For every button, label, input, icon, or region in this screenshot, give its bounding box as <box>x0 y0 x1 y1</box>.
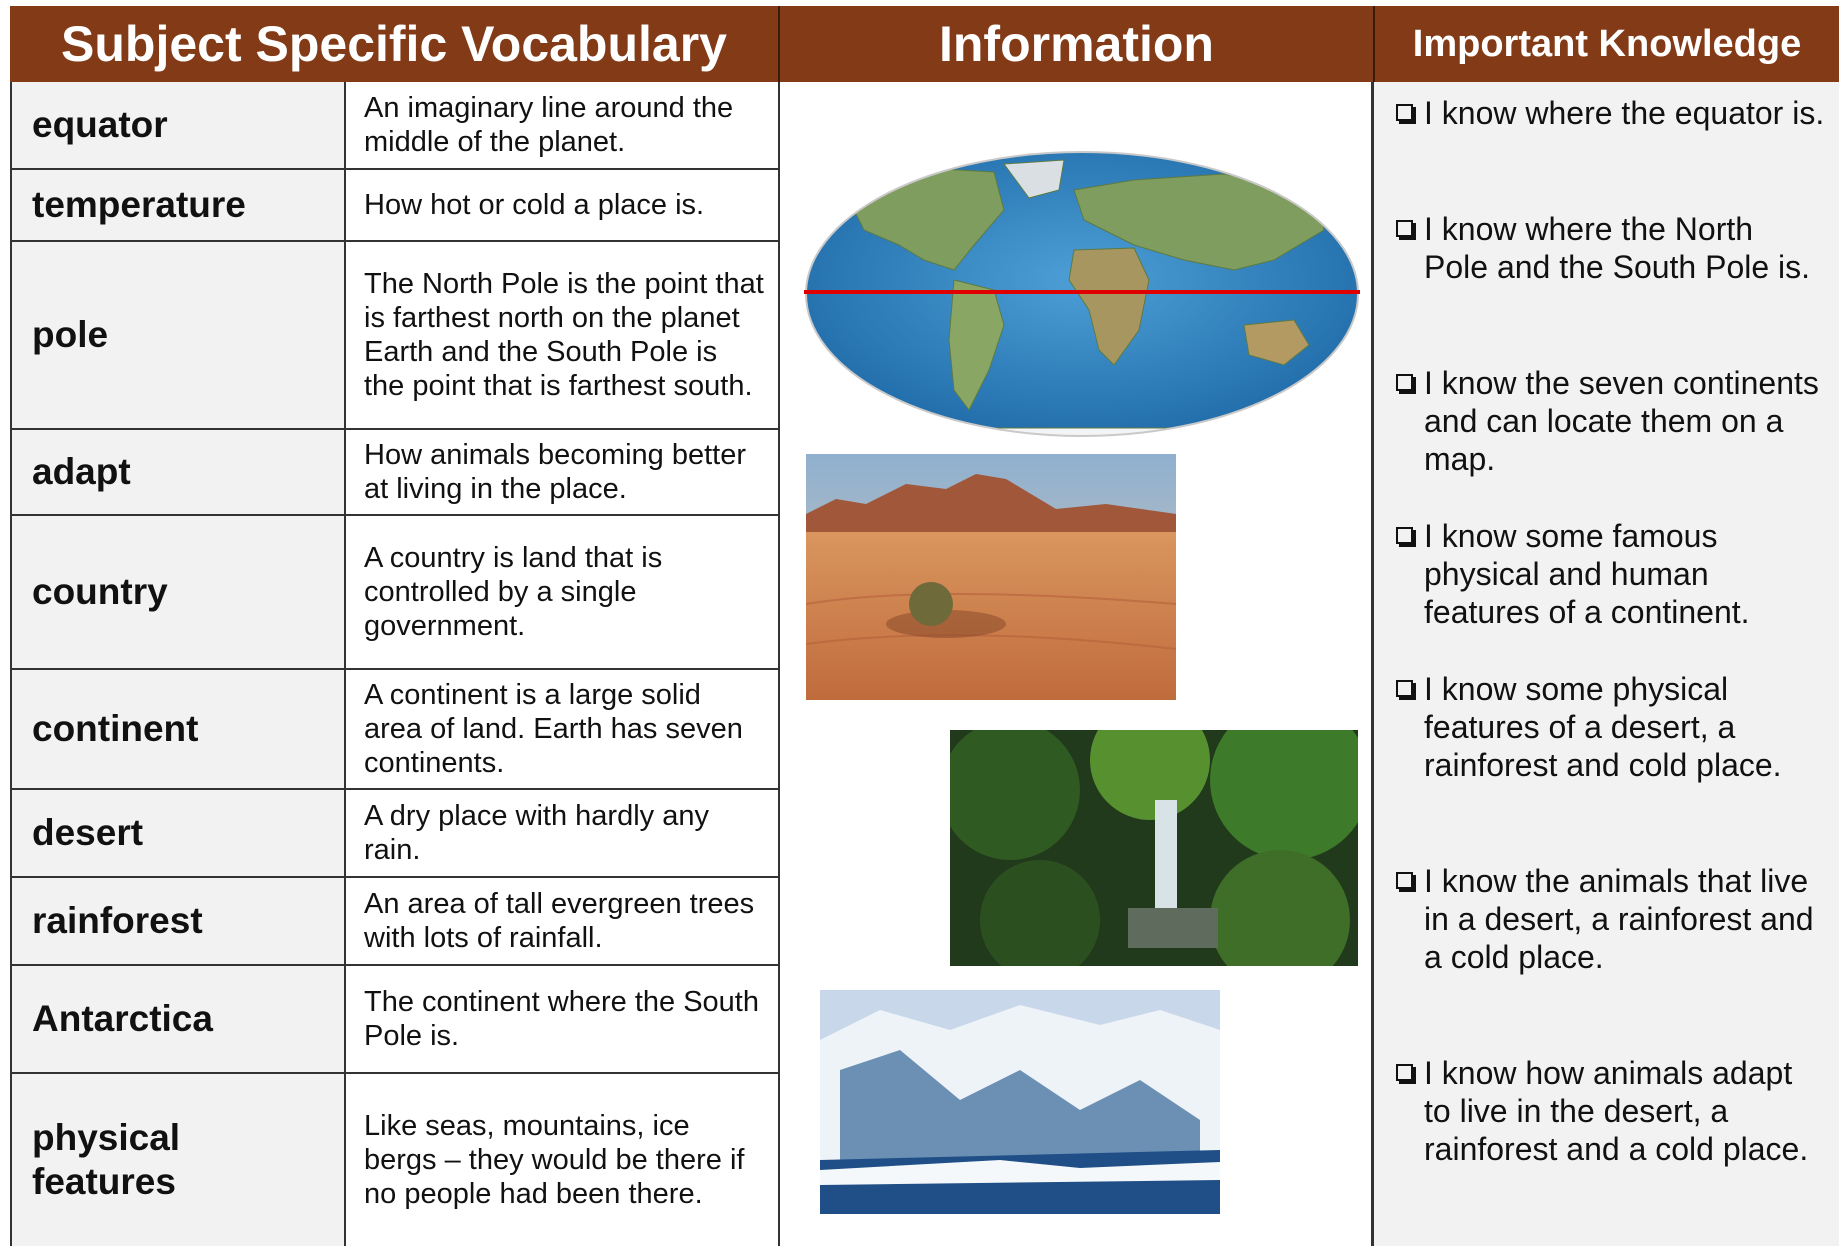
vocab-term: temperature <box>12 170 346 240</box>
antarctica-image <box>820 990 1220 1214</box>
vocabulary-header: Subject Specific Vocabulary <box>10 6 780 82</box>
vocab-definition: A continent is a large solid area of lan… <box>364 679 743 779</box>
vocab-row-rainforest: rainforest An area of tall evergreen tre… <box>12 878 778 966</box>
vocab-term: Antarctica <box>12 966 346 1072</box>
vocab-definition: Like seas, mountains, ice bergs – they w… <box>364 1110 745 1210</box>
vocab-definition: An imaginary line around the middle of t… <box>364 92 734 158</box>
knowledge-item: I know where the North Pole and the Sout… <box>1396 210 1825 286</box>
knowledge-text: I know where the North Pole and the Sout… <box>1424 211 1811 285</box>
knowledge-text: I know some famous physical and human fe… <box>1424 518 1750 630</box>
vocab-definition: How animals becoming better at living in… <box>364 439 747 505</box>
checkbox-icon <box>1396 220 1413 237</box>
vocab-row-antarctica: Antarctica The continent where the South… <box>12 966 778 1074</box>
vocab-row-adapt: adapt How animals becoming better at liv… <box>12 430 778 516</box>
vocab-term: pole <box>12 242 346 428</box>
checkbox-icon <box>1396 680 1413 697</box>
rainforest-icon <box>950 730 1358 966</box>
checkbox-icon <box>1396 104 1413 121</box>
knowledge-item: I know some physical features of a deser… <box>1396 670 1825 784</box>
vocab-term: adapt <box>12 430 346 514</box>
checkbox-icon <box>1396 374 1413 391</box>
vocab-row-country: country A country is land that is contro… <box>12 516 778 670</box>
checkbox-icon <box>1396 872 1413 889</box>
knowledge-text: I know some physical features of a deser… <box>1424 671 1782 783</box>
vocab-definition: An area of tall evergreen trees with lot… <box>364 888 755 954</box>
world-map-icon <box>804 151 1360 437</box>
world-map-image <box>804 150 1360 438</box>
knowledge-item: I know where the equator is. <box>1396 94 1825 132</box>
vocab-definition: The North Pole is the point that is fart… <box>364 268 764 402</box>
vocab-row-temperature: temperature How hot or cold a place is. <box>12 170 778 242</box>
information-header: Information <box>780 6 1373 82</box>
knowledge-panel: I know where the equator is. I know wher… <box>1371 82 1839 1246</box>
knowledge-text: I know the seven continents and can loca… <box>1424 365 1819 477</box>
knowledge-item: I know some famous physical and human fe… <box>1396 517 1825 631</box>
vocab-row-pole: pole The North Pole is the point that is… <box>12 242 778 430</box>
vocab-row-continent: continent A continent is a large solid a… <box>12 670 778 790</box>
vocab-definition: How hot or cold a place is. <box>364 189 705 221</box>
vocab-term: physical features <box>12 1074 346 1246</box>
knowledge-text: I know how animals adapt to live in the … <box>1424 1055 1809 1167</box>
knowledge-item: I know the seven continents and can loca… <box>1396 364 1825 478</box>
vocab-term: equator <box>12 82 346 168</box>
knowledge-item: I know the animals that live in a desert… <box>1396 862 1825 976</box>
checkbox-icon <box>1396 527 1413 544</box>
information-panel <box>780 82 1373 1246</box>
desert-icon <box>806 454 1176 700</box>
knowledge-text: I know the animals that live in a desert… <box>1424 863 1814 975</box>
vocab-row-desert: desert A dry place with hardly any rain. <box>12 790 778 878</box>
vocab-row-physical-features: physical features Like seas, mountains, … <box>12 1074 778 1246</box>
knowledge-text: I know where the equator is. <box>1424 95 1825 131</box>
vocab-term: country <box>12 516 346 668</box>
vocab-definition: A dry place with hardly any rain. <box>364 800 709 866</box>
ice-icon <box>820 990 1220 1214</box>
vocab-row-equator: equator An imaginary line around the mid… <box>12 82 778 170</box>
rainforest-image <box>950 730 1358 966</box>
checkbox-icon <box>1396 1064 1413 1081</box>
vocab-definition: The continent where the South Pole is. <box>364 986 759 1052</box>
vocab-term: desert <box>12 790 346 876</box>
vocab-term: rainforest <box>12 878 346 964</box>
vocabulary-table: equator An imaginary line around the mid… <box>10 82 780 1246</box>
knowledge-header: Important Knowledge <box>1373 6 1839 82</box>
vocab-definition: A country is land that is controlled by … <box>364 542 663 642</box>
desert-image <box>806 454 1176 700</box>
vocab-term: continent <box>12 670 346 788</box>
knowledge-item: I know how animals adapt to live in the … <box>1396 1054 1825 1168</box>
